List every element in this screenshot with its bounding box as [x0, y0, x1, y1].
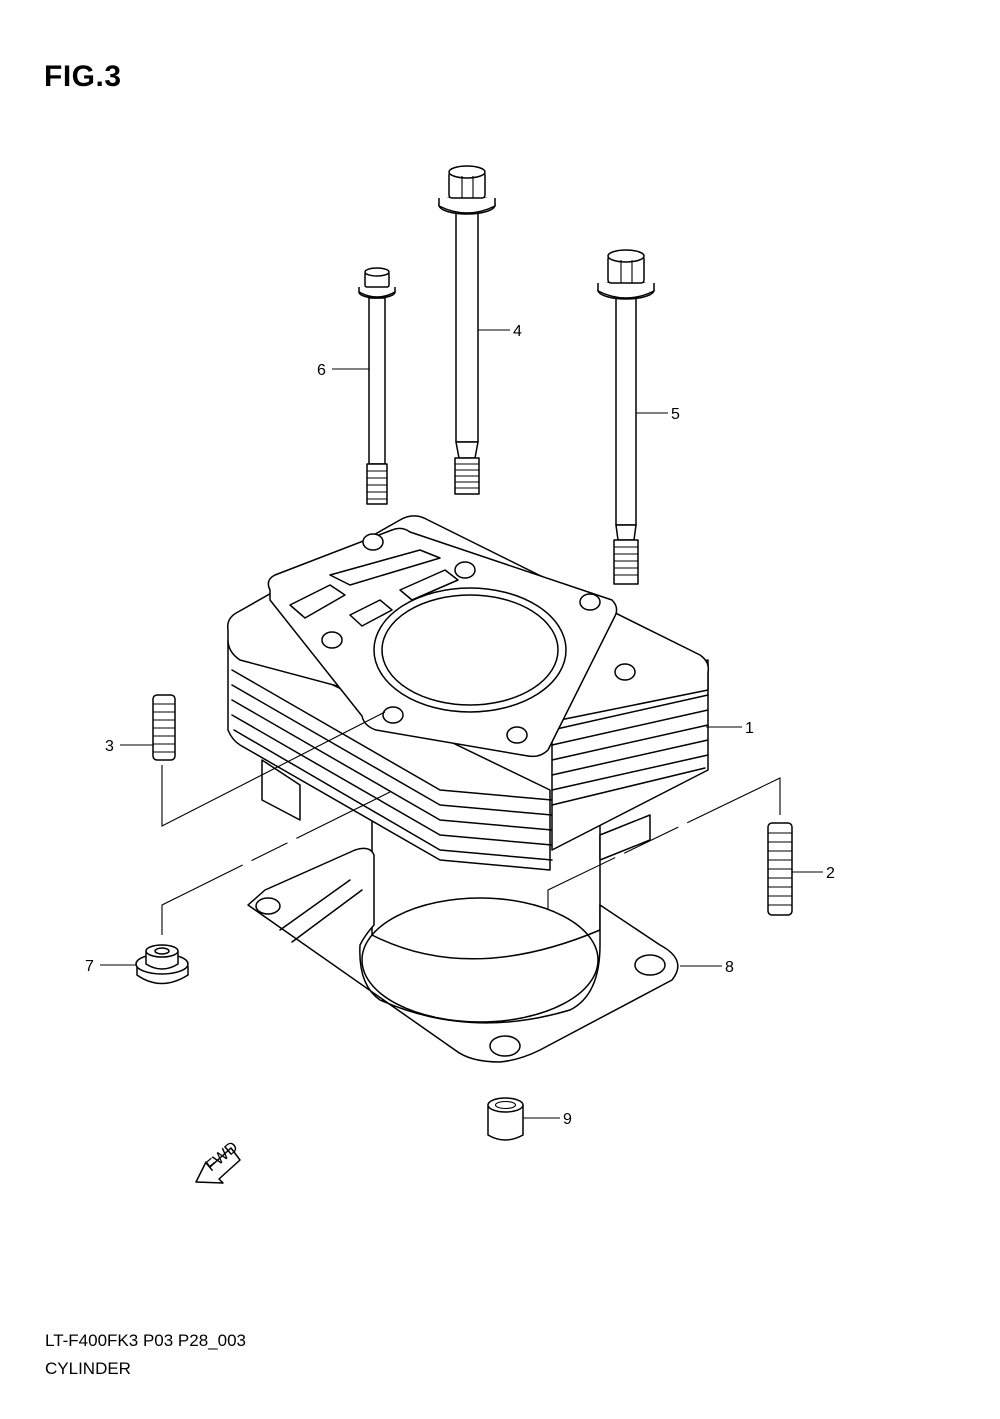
callout-7: 7 — [85, 958, 136, 975]
diagram-caption: CYLINDER — [45, 1359, 131, 1378]
part-number-9[interactable]: 9 — [563, 1111, 572, 1128]
callout-8: 8 — [680, 959, 734, 976]
dowel-pin-9[interactable] — [487, 1097, 524, 1141]
placement-guide-lines — [161, 711, 781, 935]
part-number-7[interactable]: 7 — [85, 958, 94, 975]
gasket-8[interactable] — [247, 847, 679, 1063]
nut-7[interactable] — [135, 944, 189, 985]
model-code: LT-F400FK3 P03 P28_003 — [45, 1331, 246, 1350]
part-number-6[interactable]: 6 — [317, 362, 326, 379]
callout-2: 2 — [792, 865, 835, 882]
callout-3: 3 — [105, 738, 153, 755]
cylinder-1[interactable] — [226, 515, 710, 960]
fwd-arrow: FWD — [195, 1139, 241, 1184]
part-number-4[interactable]: 4 — [513, 323, 522, 340]
stud-2[interactable] — [767, 822, 793, 916]
figure-title: FIG.3 — [44, 60, 122, 93]
stud-3[interactable] — [152, 694, 176, 761]
callout-6: 6 — [317, 362, 369, 379]
callout-9: 9 — [523, 1111, 572, 1128]
callout-1: 1 — [706, 720, 754, 737]
bolt-4[interactable] — [438, 165, 496, 495]
bolt-6[interactable] — [358, 267, 396, 505]
part-number-8[interactable]: 8 — [725, 959, 734, 976]
part-number-1[interactable]: 1 — [745, 720, 754, 737]
callout-5: 5 — [636, 406, 680, 423]
callout-4: 4 — [478, 323, 522, 340]
part-number-5[interactable]: 5 — [671, 406, 680, 423]
part-number-2[interactable]: 2 — [826, 865, 835, 882]
part-number-3[interactable]: 3 — [105, 738, 114, 755]
bolt-5[interactable] — [597, 249, 655, 585]
